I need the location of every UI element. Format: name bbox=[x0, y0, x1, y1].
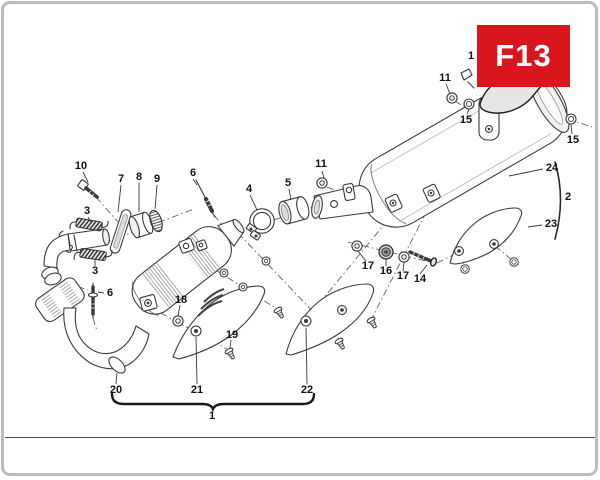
screw-19-icon bbox=[223, 346, 238, 362]
callout-label: 11 bbox=[315, 158, 327, 170]
coupling-sleeve bbox=[278, 196, 310, 225]
muffler-mount-tab bbox=[384, 183, 441, 213]
heat-shield-23 bbox=[449, 207, 523, 265]
pre-catalyst bbox=[35, 277, 85, 323]
screw-19-icon bbox=[365, 315, 380, 331]
gasket-9 bbox=[149, 209, 163, 233]
nut-11-top-icon bbox=[446, 92, 458, 104]
exhaust-header-pipe bbox=[35, 228, 150, 374]
fasteners bbox=[172, 92, 577, 362]
callout-label: 22 bbox=[300, 384, 314, 396]
callout-label: 20 bbox=[109, 384, 123, 396]
callout-label: 15 bbox=[459, 114, 473, 126]
stud-6-lower-icon bbox=[87, 282, 99, 319]
nut-11-inlet-icon bbox=[316, 177, 328, 189]
bolt-14-icon bbox=[408, 250, 438, 267]
bushing-16-icon bbox=[378, 244, 394, 260]
group-bracket-2 bbox=[554, 161, 562, 240]
figure-badge: F13 bbox=[477, 25, 570, 87]
callout-label: 23 bbox=[544, 218, 558, 230]
callout-label: 10 bbox=[74, 160, 88, 172]
muffler-body bbox=[358, 61, 570, 228]
nut-17-a-icon bbox=[351, 240, 363, 252]
callout-label: 14 bbox=[413, 273, 427, 285]
callout-label: 6 bbox=[189, 167, 197, 179]
small-nut-icon bbox=[219, 268, 229, 278]
nut-18-icon bbox=[172, 315, 184, 327]
callout-label: 3 bbox=[91, 265, 99, 277]
callout-label: 2 bbox=[564, 191, 572, 203]
callout-label: 16 bbox=[379, 265, 393, 277]
footer-divider bbox=[5, 437, 595, 438]
callout-label: 8 bbox=[135, 171, 143, 183]
nut-17-b-icon bbox=[398, 251, 410, 263]
callout-label: 21 bbox=[190, 384, 204, 396]
callout-label: 5 bbox=[284, 177, 292, 189]
gasket-7 bbox=[109, 209, 132, 254]
callout-label: 24 bbox=[545, 162, 559, 174]
catalyst-body bbox=[131, 218, 245, 316]
washer-15-right-icon bbox=[565, 113, 577, 125]
callout-label: 19 bbox=[225, 329, 239, 341]
screw-19-icon bbox=[333, 336, 348, 352]
muffler-inlet-pipe bbox=[311, 183, 374, 220]
small-nut-icon bbox=[238, 282, 248, 292]
heat-shield-22 bbox=[285, 283, 375, 356]
callout-label: 17 bbox=[396, 270, 410, 282]
callout-label: 17 bbox=[361, 260, 375, 272]
callout-label: 1 bbox=[208, 410, 216, 422]
small-washer-icon bbox=[509, 257, 519, 267]
callout-label: 9 bbox=[153, 173, 161, 185]
callout-label: 18 bbox=[174, 294, 188, 306]
small-washer-icon bbox=[460, 264, 470, 274]
callout-leader-lines bbox=[82, 83, 573, 385]
small-nut-icon bbox=[261, 256, 271, 266]
screw-19-icon bbox=[272, 305, 287, 321]
callout-label: 6 bbox=[106, 287, 114, 299]
stud-6-upper-icon bbox=[195, 179, 216, 218]
callout-label: 3 bbox=[83, 205, 91, 217]
callout-label: 11 bbox=[439, 72, 451, 84]
callout-label: 15 bbox=[566, 134, 580, 146]
group-brace-1 bbox=[110, 392, 316, 413]
bolt-10-icon bbox=[77, 179, 99, 199]
spacer-8 bbox=[128, 211, 154, 239]
spring-lower bbox=[73, 247, 113, 262]
callout-label: 4 bbox=[245, 183, 253, 195]
flange-hardware bbox=[77, 179, 216, 254]
washer-15-left-icon bbox=[463, 98, 475, 110]
callout-label: 7 bbox=[117, 173, 125, 185]
callout-label: 1 bbox=[467, 50, 475, 62]
exhaust-clamp bbox=[245, 208, 275, 241]
